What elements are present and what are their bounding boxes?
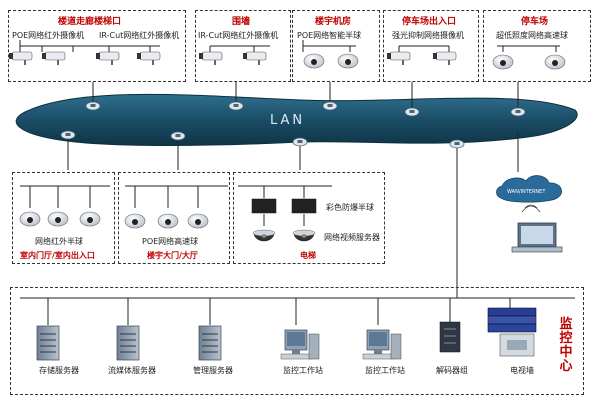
video-server-icon [291, 198, 317, 214]
network-switch-icon [228, 101, 244, 111]
corridor-title: 楼道走廊楼梯口 [58, 17, 122, 27]
lan-cloud [15, 93, 578, 146]
lan-label: LAN [270, 113, 306, 128]
streaming-server-label: 流媒体服务器 [108, 366, 156, 375]
perimeter-title: 围墙 [232, 17, 251, 27]
indoor-entrance-title: 室内门厅/室内出入口 [20, 251, 95, 260]
network-switch-icon [292, 137, 308, 147]
network-switch-icon [170, 131, 186, 141]
wan-label: WAN/INTERNET [507, 189, 546, 195]
wan-cloud [496, 175, 562, 203]
lobby-title: 楼宇大门/大厅 [147, 251, 198, 260]
poe-camera-label: POE网络红外摄像机 [12, 31, 85, 40]
smart-dome-label: POE网络智能半球 [297, 31, 362, 40]
poe-speed-dome-label: POE网络高速球 [142, 237, 199, 246]
network-switch-icon [85, 101, 101, 111]
monitoring-center-title: 监控中心 [559, 317, 573, 374]
video-server-label: 彩色防爆半球 [326, 203, 374, 212]
workstation-label-1: 监控工作站 [283, 366, 323, 375]
backlight-camera-label: 强光抑制网络摄像机 [392, 31, 464, 40]
decoder-label: 解码器组 [436, 366, 468, 375]
tv-wall-label: 电视墙 [510, 366, 534, 375]
elevator-title: 电梯 [300, 251, 316, 260]
machine-room-title: 楼宇机房 [315, 17, 352, 27]
parking-entrance-title: 停车场出入口 [402, 17, 457, 27]
perimeter-group [195, 10, 291, 82]
speed-dome-label: 超低照度网络高速球 [496, 31, 568, 40]
management-server-label: 管理服务器 [193, 366, 233, 375]
network-switch-icon [322, 101, 338, 111]
video-server-icon [251, 198, 277, 214]
network-switch-icon [404, 107, 420, 117]
monitoring-center-group [10, 287, 584, 395]
elevator-group [233, 172, 385, 264]
explosion-proof-dome-label: 网络视频服务器 [324, 233, 380, 242]
indoor-entrance-group [12, 172, 115, 264]
perimeter-camera-label: IR-Cut网络红外摄像机 [198, 31, 279, 40]
parking-entrance-group [383, 10, 479, 82]
storage-server-label: 存储服务器 [39, 366, 79, 375]
network-switch-icon [60, 130, 76, 140]
parking-group [483, 10, 591, 82]
workstation-label-2: 监控工作站 [365, 366, 405, 375]
tv-wall-icon [487, 307, 537, 357]
network-switch-icon [510, 107, 526, 117]
machine-room-group [292, 10, 380, 82]
lobby-group [118, 172, 230, 264]
network-switch-icon [449, 139, 465, 149]
corridor-group [8, 10, 186, 82]
ircut-camera-label: IR-Cut网络红外摄像机 [99, 31, 180, 40]
infrared-half-dome-label: 网络红外半球 [35, 237, 83, 246]
parking-title: 停车场 [521, 17, 549, 27]
